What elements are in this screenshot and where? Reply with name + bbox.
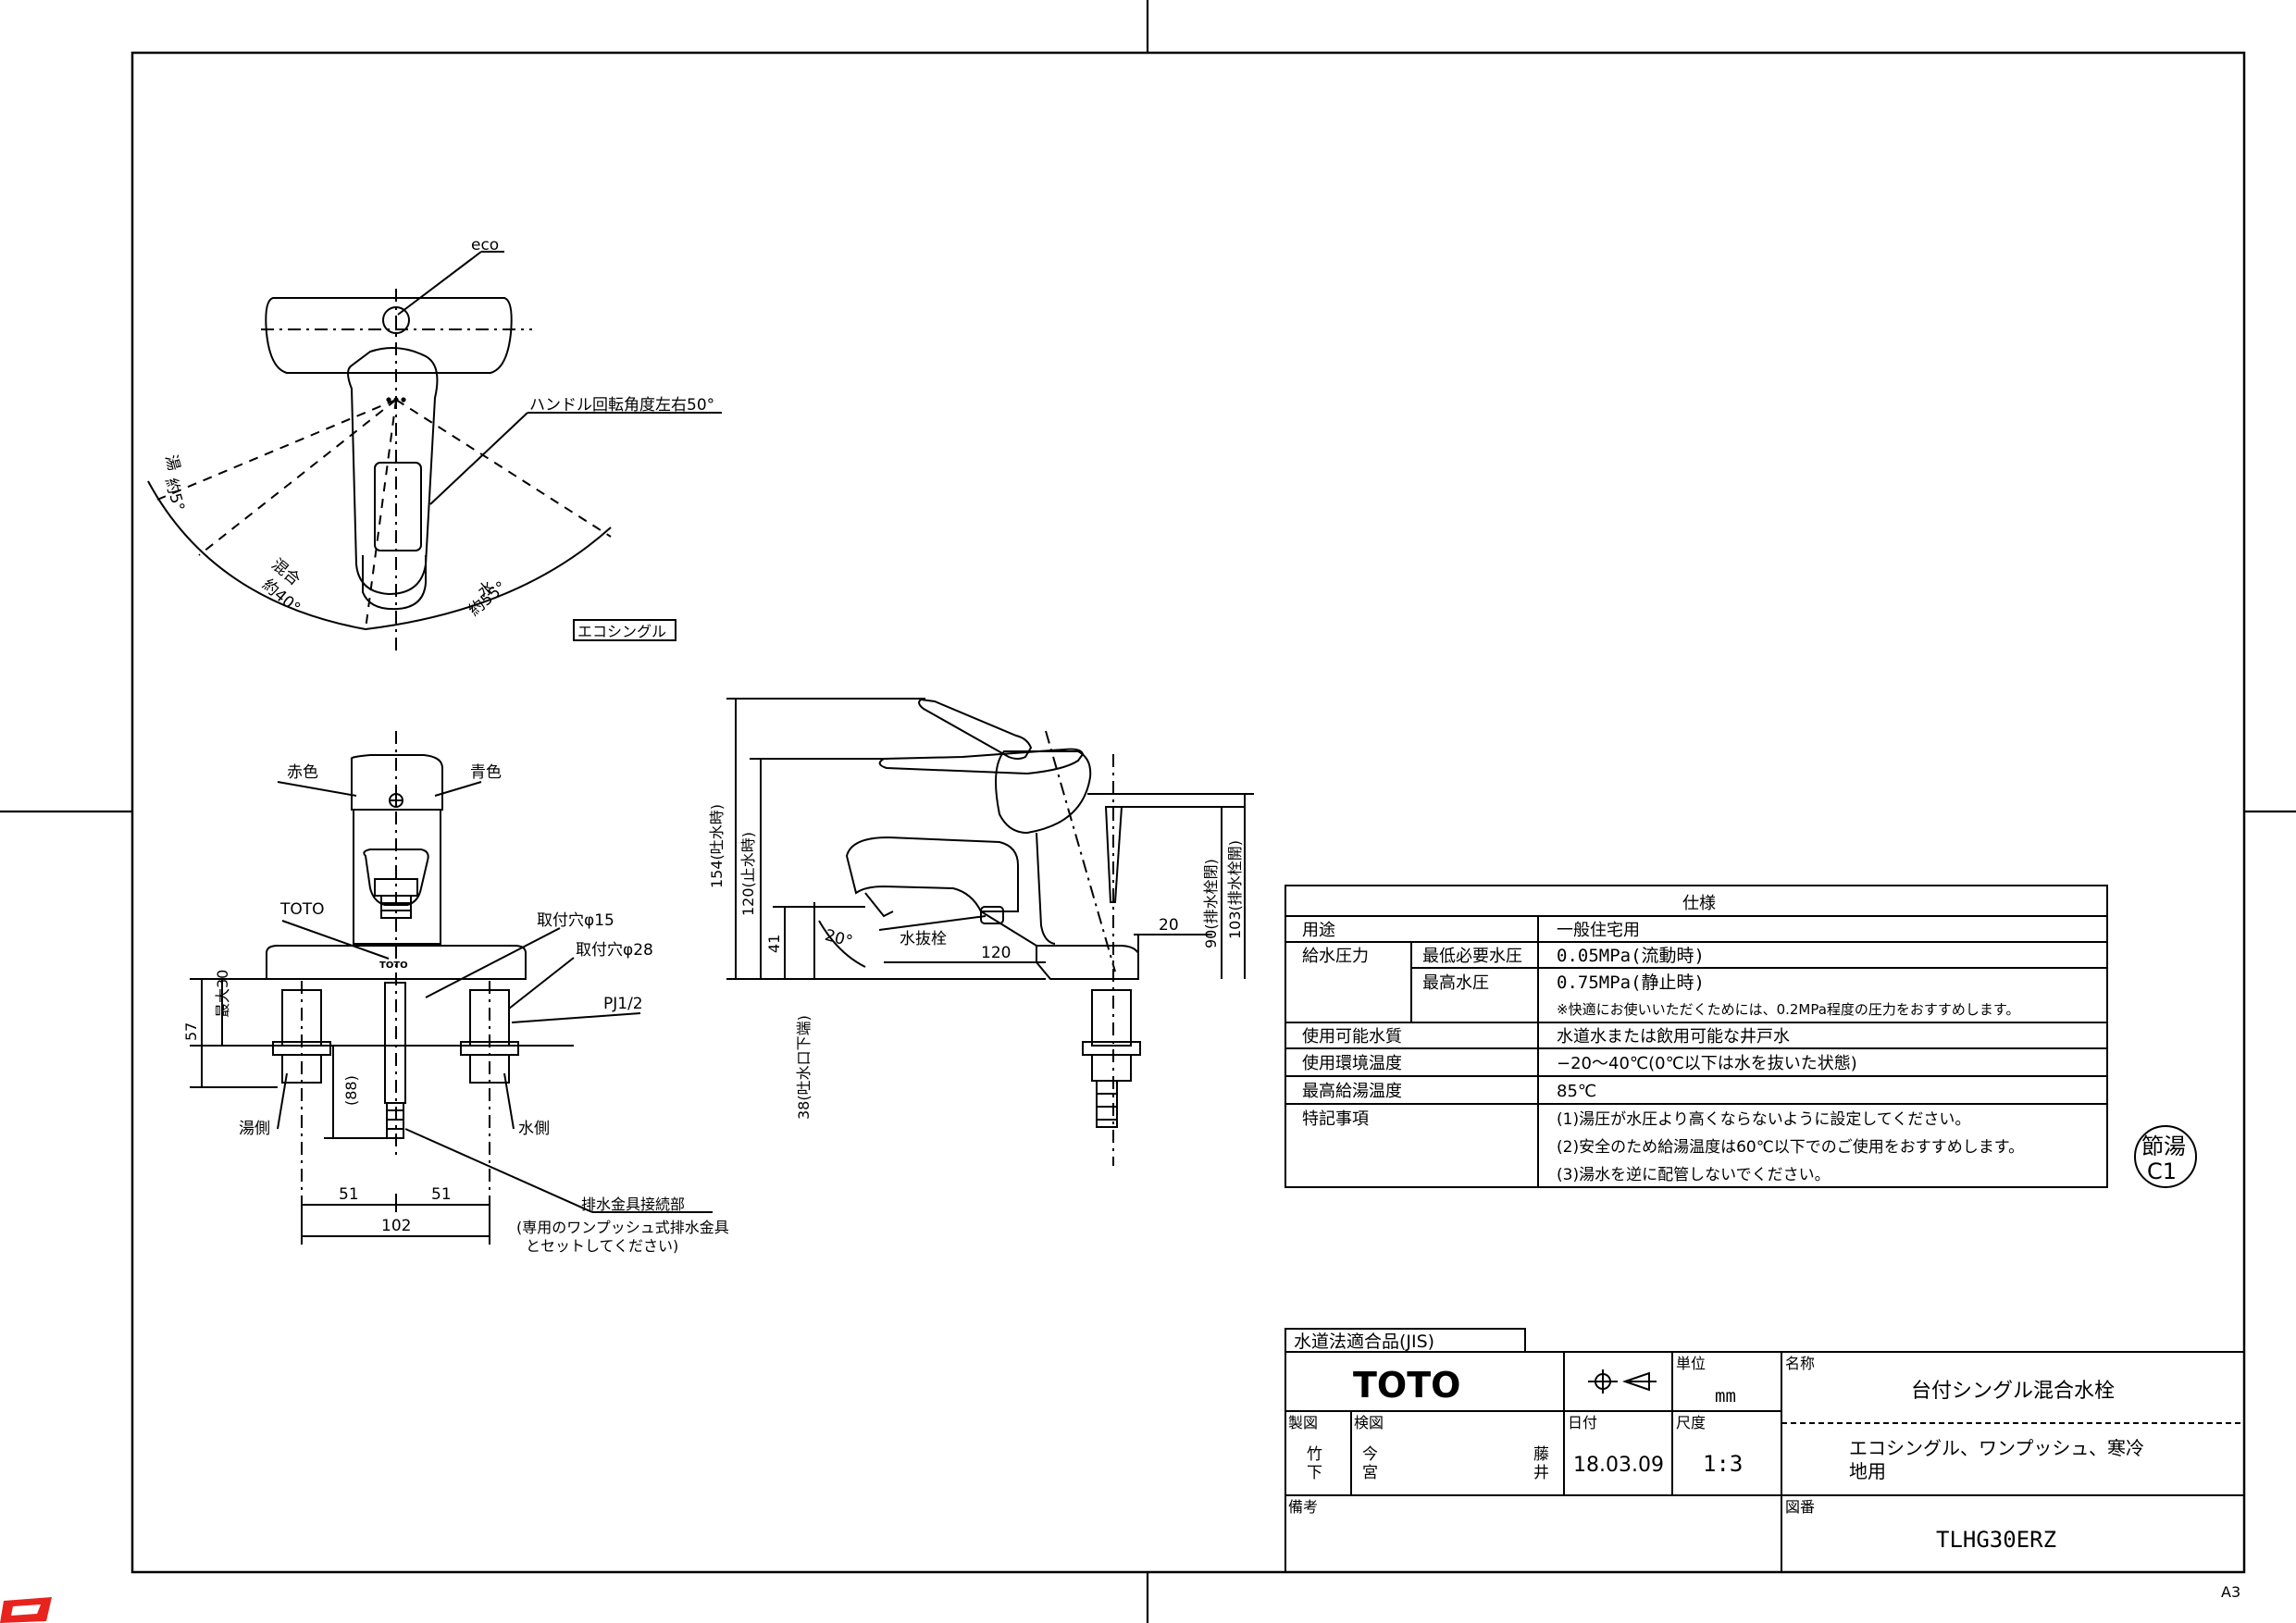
stamp-line-2: C1 — [2147, 1158, 2177, 1184]
red-label: 赤色 — [287, 763, 318, 782]
front-view-labels: 赤色 青色 TOTO TOTO 取付穴φ15 取付穴φ28 PJ1/2 最大30… — [182, 763, 729, 1255]
dim-38: 38(吐水口下端) — [795, 1015, 813, 1120]
hole15-label: 取付穴φ15 — [537, 911, 614, 930]
checker-2: 宮 — [1362, 1464, 1378, 1482]
drain-valve-label: 水抜栓 — [900, 930, 947, 948]
made-label: 製図 — [1288, 1414, 1318, 1431]
drain-note-2: とセットしてください) — [526, 1237, 678, 1255]
date-value: 18.03.09 — [1573, 1454, 1664, 1477]
check-label: 検図 — [1354, 1414, 1384, 1431]
spec-row-label: 給水圧力 — [1302, 947, 1369, 966]
drain-label: 排水金具接続部 — [581, 1196, 685, 1213]
title-block-text: 水道法適合品(JIS) TOTO 単位 mm 名称 台付シングル混合水栓 製図 … — [1288, 1332, 2144, 1553]
blue-label: 青色 — [470, 763, 502, 782]
dim-88: (88) — [342, 1075, 360, 1106]
dim-120-vertical: 120(止水時) — [739, 832, 757, 916]
spec-row-sub: 最高水圧 — [1422, 973, 1489, 993]
spec-row-value: −20〜40℃(0℃以下は水を抜いた状態) — [1557, 1054, 1857, 1073]
hot-label: 湯 — [161, 453, 183, 474]
spec-row-value: 0.05MPa(流動時) — [1557, 946, 1705, 966]
spec-table — [1285, 885, 2108, 1188]
dim-41: 41 — [765, 935, 783, 953]
water-saving-stamp: 節湯 C1 — [2134, 1125, 2197, 1188]
pj-label: PJ1/2 — [603, 995, 643, 1013]
side-view — [726, 698, 1254, 1166]
spec-row-label: 用途 — [1302, 921, 1335, 940]
eco-label: eco — [471, 236, 499, 254]
dim-120-horizontal: 120 — [981, 944, 1011, 962]
dim-90: 90(排水栓閉) — [1202, 859, 1220, 948]
jis-label: 水道法適合品(JIS) — [1294, 1332, 1434, 1352]
scale-value: 1:3 — [1703, 1451, 1743, 1477]
approver-2: 井 — [1533, 1464, 1549, 1482]
top-view — [147, 251, 722, 652]
remarks-label: 備考 — [1288, 1498, 1318, 1516]
toto-label: TOTO — [279, 900, 325, 919]
top-view-labels: eco ハンドル回転角度左右50° 湯 約5° 混合 約40° 水 約55° エ… — [161, 236, 714, 640]
dim-51a: 51 — [339, 1185, 359, 1204]
drawing-number: TLHG30ERZ — [1936, 1527, 2056, 1553]
approver-1: 藤 — [1533, 1445, 1549, 1464]
dim-103: 103(排水栓開) — [1226, 840, 1244, 939]
spec-row-label: 使用可能水質 — [1302, 1027, 1402, 1047]
rotation-label: ハンドル回転角度左右50° — [529, 396, 714, 415]
title-block — [1285, 1328, 2245, 1573]
corner-logo-icon — [0, 1597, 52, 1623]
drain-note-1: (専用のワンプッシュ式排水金具 — [516, 1219, 729, 1236]
sheet-size: A3 — [2221, 1583, 2240, 1601]
max30-label: 最大30 — [214, 970, 231, 1018]
side-view-labels: 154(吐水時) 120(止水時) 41 38(吐水口下端) 20° 水抜栓 1… — [708, 804, 1244, 1120]
scale-label: 尺度 — [1676, 1414, 1706, 1431]
spec-row-value: 水道水または飲用可能な井戸水 — [1557, 1027, 1790, 1047]
spec-table-text: 仕様 用途 一般住宅用 給水圧力 最低必要水圧 0.05MPa(流動時) 最高水… — [1302, 894, 2024, 1184]
checker-1: 今 — [1362, 1445, 1378, 1464]
spec-row-value: 0.75MPa(静止時) — [1557, 973, 1705, 993]
front-view — [190, 731, 713, 1245]
dim-20: 20 — [1159, 916, 1179, 935]
stamp-line-1: 節湯 — [2141, 1134, 2186, 1159]
water-side-label: 水側 — [518, 1120, 550, 1138]
spec-row-sub: 最低必要水圧 — [1422, 947, 1522, 966]
spec-row-value: (1)湯圧が水圧より高くならないように設定してください。 — [1557, 1110, 1970, 1129]
product-desc-2: 地用 — [1849, 1460, 1886, 1482]
drawing-no-label: 図番 — [1785, 1498, 1815, 1516]
spec-row-value: 85℃ — [1557, 1082, 1596, 1101]
spec-row-value: ※快適にお使いいただくためには、0.2MPa程度の圧力をおすすめします。 — [1557, 1001, 2019, 1018]
date-label: 日付 — [1568, 1414, 1597, 1431]
hole28-label: 取付穴φ28 — [576, 941, 653, 960]
spec-row-label: 最高給湯温度 — [1302, 1082, 1402, 1101]
hot-side-label: 湯側 — [239, 1120, 270, 1138]
dim-102: 102 — [381, 1217, 411, 1235]
product-name: 台付シングル混合水栓 — [1911, 1380, 2115, 1403]
name-label: 名称 — [1785, 1355, 1815, 1372]
body-logo: TOTO — [379, 960, 408, 971]
angle-20: 20° — [823, 926, 854, 951]
spec-row-label: 使用環境温度 — [1302, 1054, 1402, 1073]
dim-154: 154(吐水時) — [708, 804, 726, 888]
dim-57: 57 — [182, 1022, 200, 1041]
drafter-2: 下 — [1307, 1464, 1322, 1482]
dim-51b: 51 — [431, 1185, 452, 1204]
product-desc-1: エコシングル、ワンプッシュ、寒冷 — [1849, 1437, 2144, 1459]
unit-label: 単位 — [1676, 1355, 1706, 1372]
spec-row-value: (3)湯水を逆に配管しないでください。 — [1557, 1166, 1831, 1184]
spec-title: 仕様 — [1682, 894, 1716, 913]
spec-row-value: (2)安全のため給湯温度は60℃以下でのご使用をおすすめします。 — [1557, 1137, 2024, 1157]
model-tag: エコシングル — [577, 623, 666, 640]
unit-value: mm — [1715, 1386, 1736, 1406]
drafter-1: 竹 — [1307, 1445, 1322, 1464]
spec-row-label: 特記事項 — [1302, 1109, 1369, 1129]
toto-logo: TOTO — [1353, 1365, 1460, 1406]
spec-row-value: 一般住宅用 — [1557, 921, 1640, 940]
